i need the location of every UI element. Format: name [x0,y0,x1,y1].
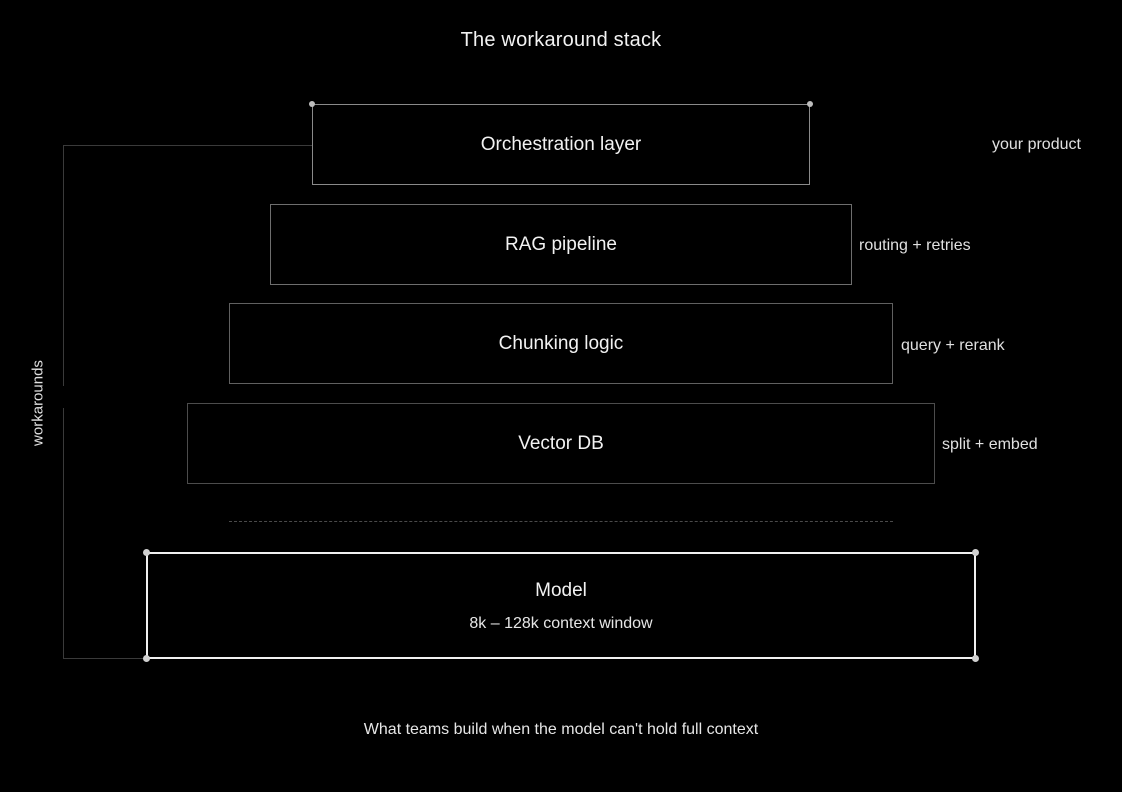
vector-db-box: Vector DB [187,403,935,484]
vector-db-label: Vector DB [518,432,604,454]
model-box: Model 8k – 128k context window [146,552,976,659]
note-your-product: your product [992,136,1081,153]
corner-dot [143,655,150,662]
orchestration-layer-label: Orchestration layer [480,133,642,155]
bracket-gap [55,386,71,408]
model-context-label: 8k – 128k context window [469,615,653,632]
corner-dot [972,655,979,662]
workarounds-label: workarounds [29,360,47,446]
orchestration-layer-box: Orchestration layer [312,104,810,185]
corner-dot [807,101,813,107]
corner-dot [309,101,315,107]
diagram-caption: What teams build when the model can't ho… [363,721,759,738]
note-query-rerank: query + rerank [901,337,1005,354]
model-label: Model [535,580,587,601]
rag-pipeline-box: RAG pipeline [270,204,852,285]
rag-pipeline-label: RAG pipeline [505,233,617,255]
chunking-logic-label: Chunking logic [498,332,624,354]
note-split-embed: split + embed [942,436,1038,453]
corner-dot [143,549,150,556]
chunking-logic-box: Chunking logic [229,303,893,384]
dashed-separator [229,521,893,522]
note-routing-retries: routing + retries [859,237,971,254]
corner-dot [972,549,979,556]
diagram-title: The workaround stack [460,29,662,51]
